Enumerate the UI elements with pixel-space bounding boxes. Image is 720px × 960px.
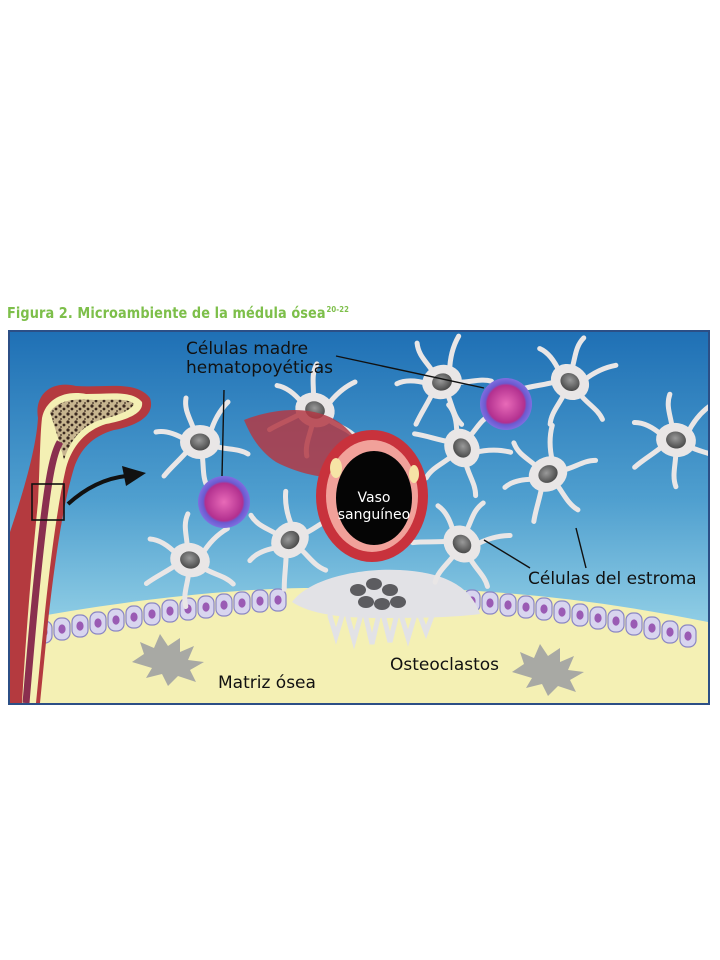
stem-cell-right: [480, 378, 532, 430]
label-osteoclasts: Osteoclastos: [390, 655, 500, 675]
label-stroma: Células del estroma: [528, 569, 697, 589]
bone-marrow-diagram: Células madre hematopoyéticas Vaso sangu…: [8, 330, 710, 705]
figure-title-text: Figura 2. Microambiente de la médula óse…: [7, 304, 326, 322]
label-vessel-line1: Vaso: [357, 490, 391, 506]
label-stem-cells-line2: hematopoyéticas: [186, 358, 333, 378]
figure-references: 20-22: [326, 305, 349, 314]
stem-cell-left: [198, 476, 250, 528]
figure-title: Figura 2. Microambiente de la médula óse…: [7, 304, 349, 322]
blood-vessel: [244, 409, 428, 562]
magnification-arrow: [66, 466, 146, 506]
long-bone: [10, 384, 152, 703]
diagram-canvas: [10, 332, 708, 703]
label-stem-cells-line1: Células madre: [186, 339, 309, 359]
label-vessel-line2: sanguíneo: [337, 507, 411, 523]
leader-lines: [221, 355, 587, 569]
label-bone-matrix: Matriz ósea: [218, 673, 316, 693]
magnified-region-box: [31, 483, 65, 521]
